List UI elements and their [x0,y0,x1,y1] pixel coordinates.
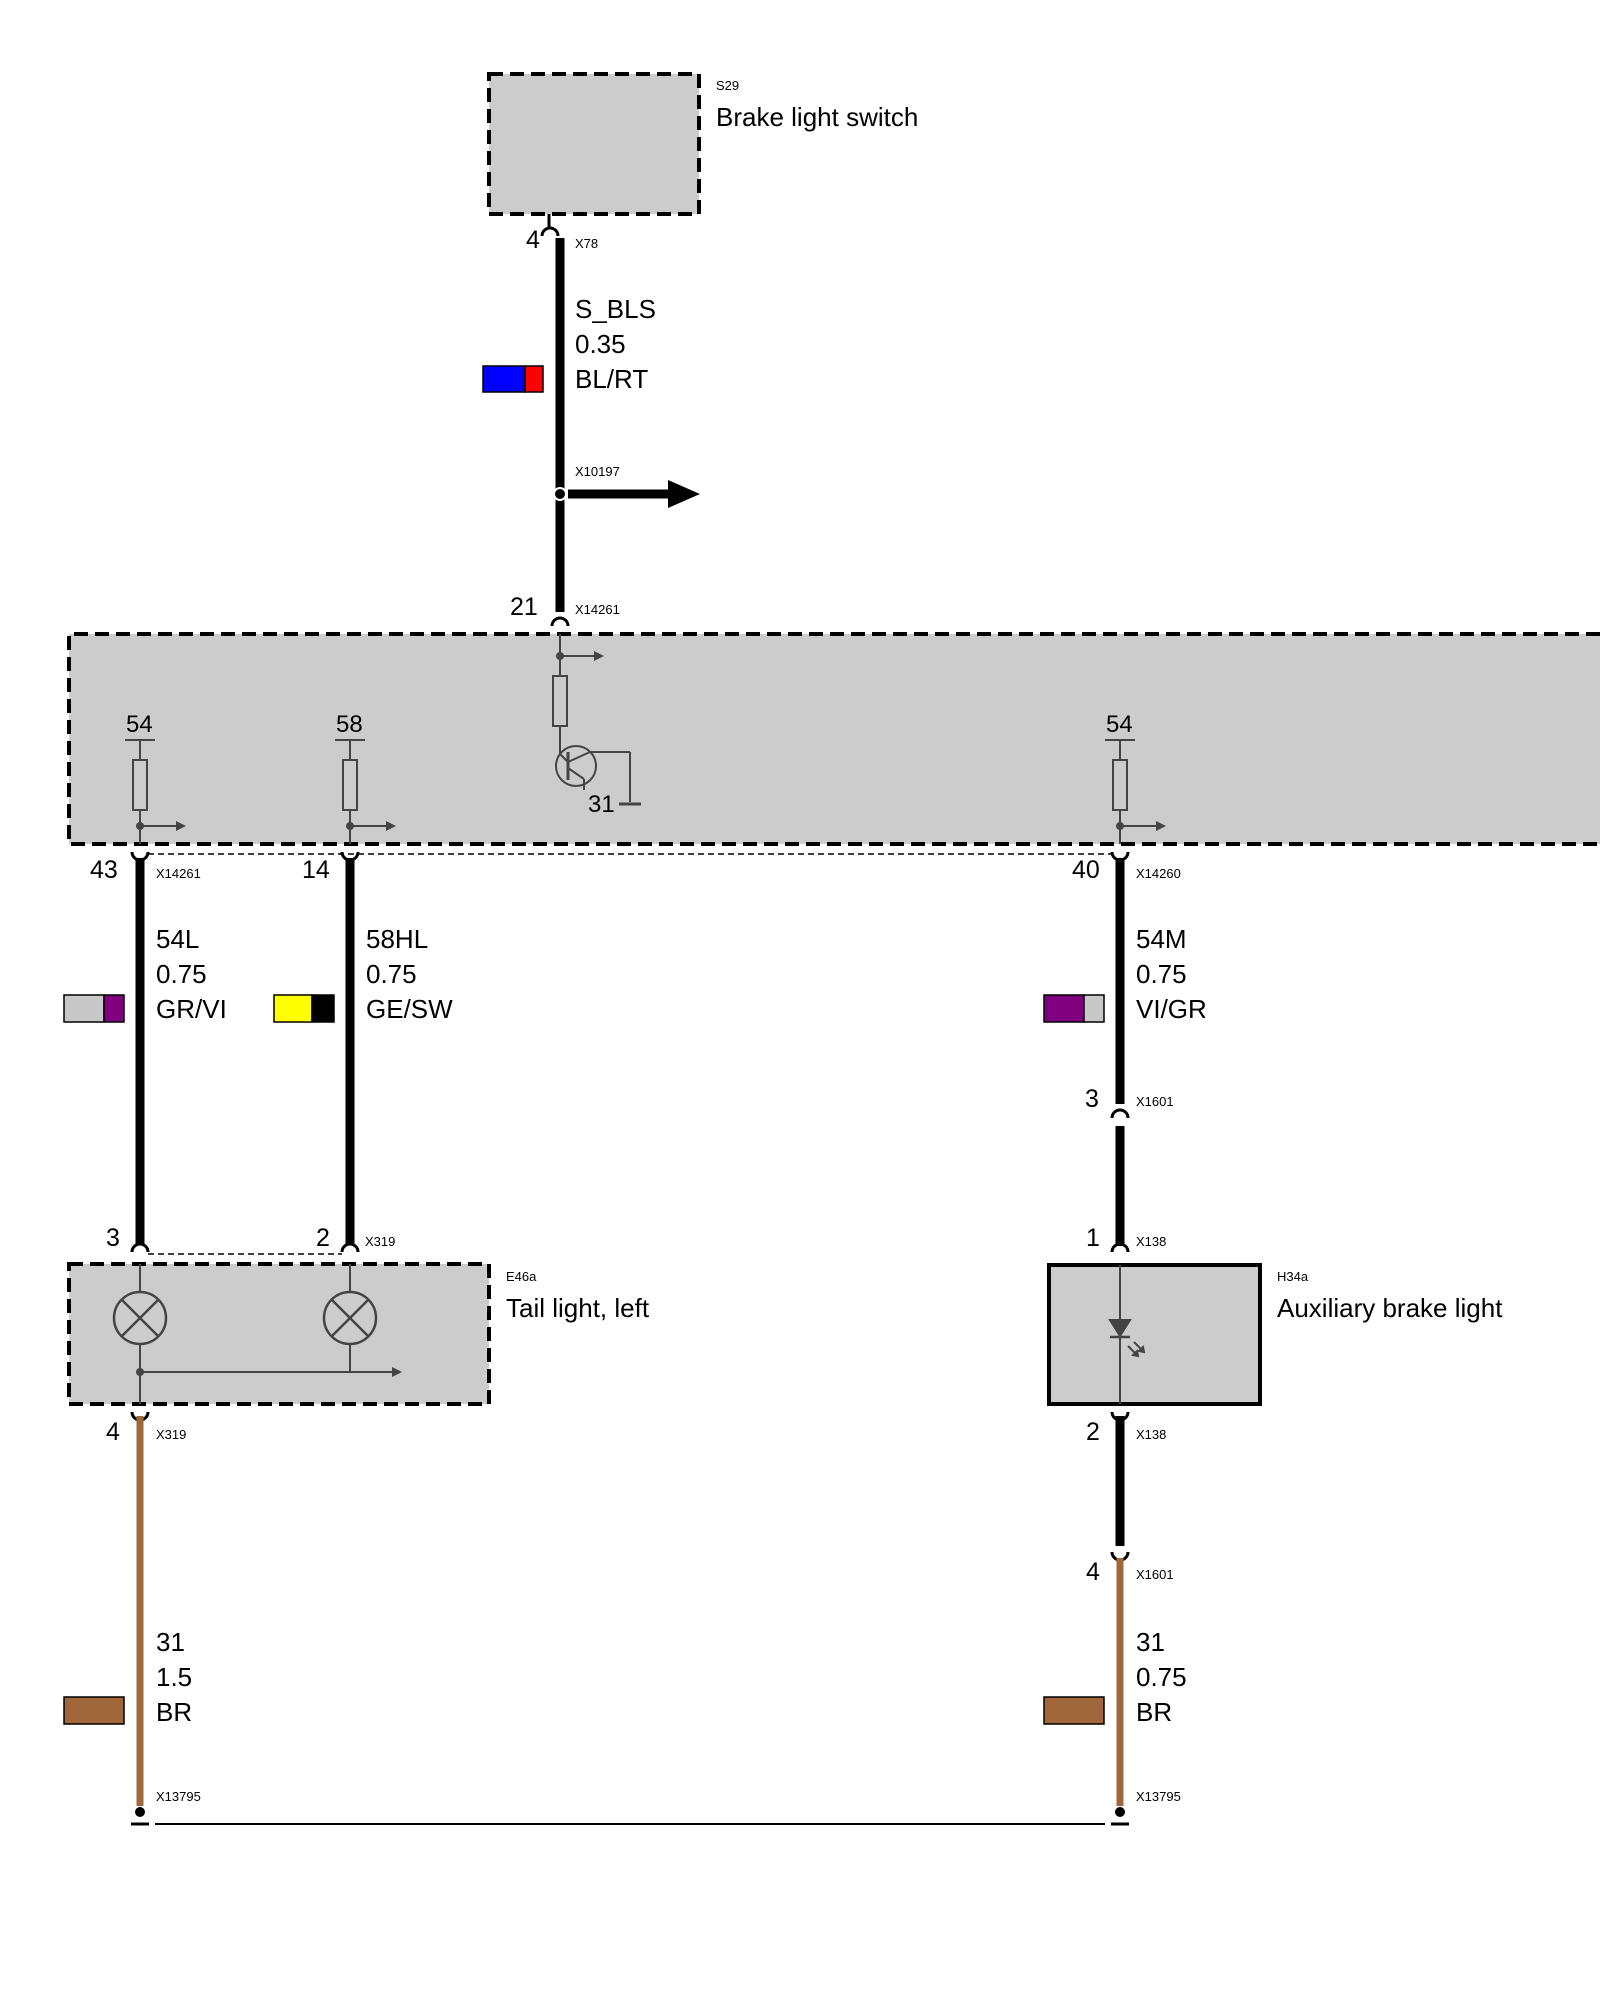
wire-color-swatch-vi-gr [1043,994,1105,1023]
fuse-right [1105,739,1166,844]
tail-light-code: E46a [506,1269,537,1284]
wire-s-bls-signal: S_BLS [575,294,656,324]
pin-tail-4: 4 [106,1418,120,1446]
wire-58hl-color: GE/SW [366,994,453,1024]
bulb-icon [322,1290,378,1346]
wire-31-left-label: 31 1.5 BR [156,1627,192,1727]
wire-31-left-signal: 31 [156,1627,185,1657]
aux-brake-light-title: Auxiliary brake light [1277,1293,1503,1323]
ground-point-left [135,1807,145,1817]
connector-x319-bottom: X319 [156,1427,186,1442]
connector-x138-bottom: X138 [1136,1427,1166,1442]
connector-x1601-top-symbol [1110,1108,1130,1119]
connector-x14261-top: X14261 [575,602,620,617]
pin-tail-2: 2 [316,1224,330,1252]
connector-x138-in-symbol [1110,1242,1130,1253]
wire-54m-color: VI/GR [1136,994,1207,1024]
pin-aux-2: 2 [1086,1418,1100,1446]
tail-light-circuit [136,1264,402,1404]
connector-x78-symbol [540,226,560,237]
pin-tail-3: 3 [106,1224,120,1252]
wire-s-bls-gauge: 0.35 [575,329,626,359]
branch-arrow-icon [668,480,700,508]
ground-point-right [1115,1807,1125,1817]
wire-color-swatch-ge-sw [273,994,335,1023]
wire-color-swatch-gr-vi [63,994,125,1023]
splice-x10197 [553,487,567,501]
connector-x78: X78 [575,236,598,251]
wire-31-left-gauge: 1.5 [156,1662,192,1692]
control-module[interactable] [67,632,1600,846]
led-icon [1108,1265,1146,1404]
fuse-left [125,739,186,844]
wire-color-swatch-br [1043,1696,1105,1725]
connector-x319-in1-symbol [130,1242,150,1253]
wire-54m-signal: 54M [1136,924,1187,954]
wire-54l-signal: 54L [156,924,199,954]
fuse-left-label: 54 [126,711,153,738]
wire-54l-label: 54L 0.75 GR/VI [156,924,227,1024]
pin-module-21: 21 [510,593,538,621]
wire-31-right-label: 31 0.75 BR [1136,1627,1187,1727]
auxiliary-brake-light[interactable]: H34a Auxiliary brake light [1047,1263,1503,1406]
tail-light-title: Tail light, left [506,1293,650,1323]
ground-label-31: 31 [588,791,615,818]
wire-31-right-signal: 31 [1136,1627,1165,1657]
wire-31-right-gauge: 0.75 [1136,1662,1187,1692]
connector-x14261-in-symbol [550,616,570,627]
pin-x1601-4: 4 [1086,1558,1100,1586]
connector-x138-top: X138 [1136,1234,1166,1249]
brake-light-switch-code: S29 [716,78,739,93]
wire-58hl-gauge: 0.75 [366,959,417,989]
wire-31-right-color: BR [1136,1697,1172,1727]
transistor-icon [555,745,641,806]
wire-58hl-signal: 58HL [366,924,428,954]
fuse-mid [335,739,396,844]
wire-color-swatch-bl-rt [482,365,544,393]
fuse-mid-label: 58 [336,711,363,738]
wire-58hl-label: 58HL 0.75 GE/SW [366,924,453,1024]
connector-x10197: X10197 [575,464,620,479]
connector-x319-in2-symbol [340,1242,360,1253]
pin-module-43: 43 [90,856,118,884]
fuse-right-label: 54 [1106,711,1133,738]
brake-light-switch-title: Brake light switch [716,102,918,132]
aux-brake-light-code: H34a [1277,1269,1309,1284]
wire-54l-gauge: 0.75 [156,959,207,989]
wire-s-bls-label: S_BLS 0.35 BL/RT [575,294,656,394]
connector-x13795-right: X13795 [1136,1789,1181,1804]
connector-x1601-bottom: X1601 [1136,1567,1174,1582]
connector-x13795-left: X13795 [156,1789,201,1804]
wire-color-swatch-br [63,1696,125,1725]
connector-x14261-bottom: X14261 [156,866,201,881]
pin-aux-1: 1 [1086,1224,1100,1252]
connector-x1601-top: X1601 [1136,1094,1174,1109]
wire-s-bls-color: BL/RT [575,364,648,394]
module-input-circuit [552,634,604,754]
pin-module-40: 40 [1072,856,1100,884]
wire-54m-gauge: 0.75 [1136,959,1187,989]
wire-54m-label: 54M 0.75 VI/GR [1136,924,1207,1024]
wire-54l-color: GR/VI [156,994,227,1024]
pin-s29-4: 4 [526,226,540,254]
connector-x14260: X14260 [1136,866,1181,881]
pin-x1601-3: 3 [1085,1085,1099,1113]
pin-module-14: 14 [302,856,330,884]
connector-x319-top: X319 [365,1234,395,1249]
bulb-icon [112,1290,168,1346]
brake-light-switch[interactable]: S29 Brake light switch [487,72,918,216]
wire-31-left-color: BR [156,1697,192,1727]
